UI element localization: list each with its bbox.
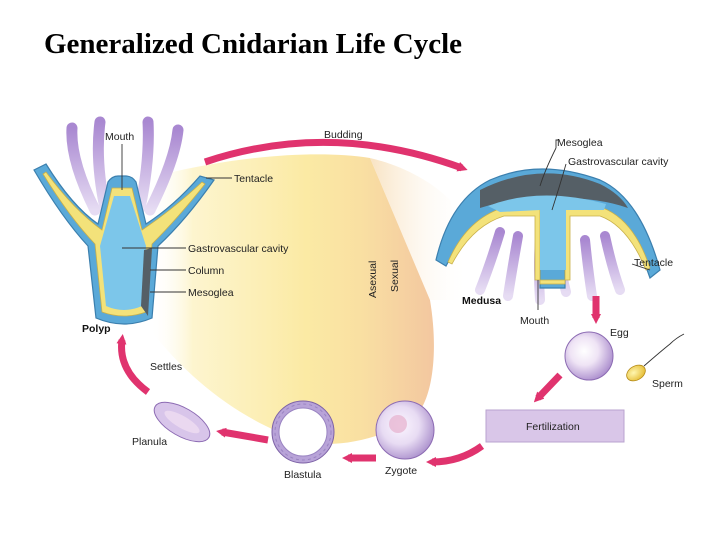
polyp-illustration (33, 116, 215, 325)
slide-title: Generalized Cnidarian Life Cycle (44, 28, 463, 60)
medusa-illustration (435, 168, 661, 305)
egg-cell (564, 331, 614, 381)
label-sperm: Sperm (652, 378, 683, 390)
label-mouth-polyp: Mouth (105, 131, 134, 143)
zygote-cell (375, 400, 435, 460)
label-sexual: Sexual (389, 260, 401, 292)
sperm-cell (626, 333, 685, 382)
settles-arrow (116, 334, 151, 395)
label-column: Column (188, 265, 224, 277)
label-budding: Budding (324, 129, 363, 141)
label-asexual: Asexual (367, 261, 379, 298)
label-mesoglea-medusa: Mesoglea (557, 137, 603, 149)
label-tentacle-medusa: Tentacle (634, 257, 673, 269)
label-settles: Settles (150, 361, 182, 373)
label-gastrovascular-polyp: Gastrovascular cavity (188, 243, 289, 255)
planula (153, 401, 211, 443)
budding-arrow (203, 138, 468, 172)
label-mesoglea-polyp: Mesoglea (188, 287, 234, 299)
label-tentacle-polyp: Tentacle (234, 173, 273, 185)
fertilization-box (485, 409, 625, 443)
label-egg: Egg (610, 327, 629, 339)
blastula-to-planula-arrow (216, 427, 269, 444)
label-planula: Planula (132, 436, 167, 448)
cycle-arrows (116, 138, 601, 467)
fertilization-to-zygote-arrow (426, 443, 485, 467)
label-zygote: Zygote (385, 465, 417, 477)
label-fertilization: Fertilization (526, 421, 580, 433)
asexual-background (150, 154, 434, 444)
label-medusa: Medusa (462, 295, 501, 307)
label-gastrovascular-medusa: Gastrovascular cavity (568, 156, 669, 168)
blastula (271, 400, 335, 464)
label-mouth-medusa: Mouth (520, 315, 549, 327)
egg-to-fertilization-arrow (533, 372, 563, 403)
label-polyp: Polyp (82, 323, 111, 335)
label-blastula: Blastula (284, 469, 322, 481)
